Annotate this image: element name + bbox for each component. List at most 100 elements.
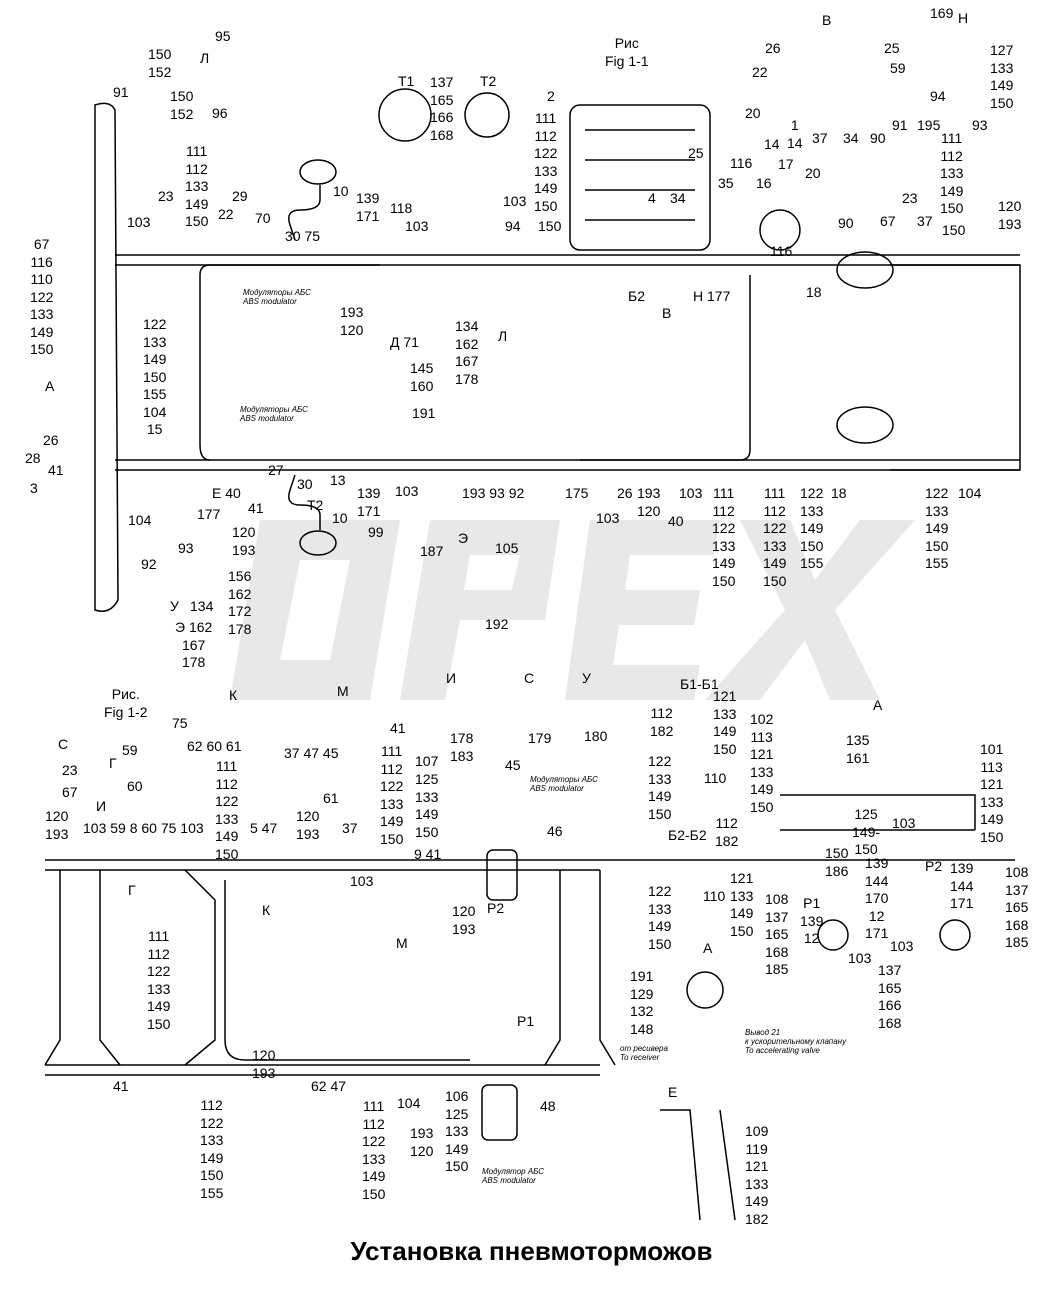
callout-label: 5 47 [250, 820, 278, 836]
callout-label: 26 [43, 432, 59, 448]
annotation-note: Модуляторы АБС ABS modulator [530, 775, 598, 793]
callout-label: 122 133 149 150 155 104 15 [143, 316, 167, 437]
callout-label: 103 [890, 938, 914, 954]
callout-label: 111 112 122 133 149 150 [534, 110, 558, 214]
callout-label: Н 177 [693, 288, 731, 304]
callout-label: В [822, 12, 832, 28]
callout-label: 90 [838, 215, 854, 231]
annotation-note: от ресивера To receiver [620, 1044, 668, 1062]
callout-label: 103 59 8 60 75 103 [83, 820, 204, 836]
callout-label: 93 [178, 540, 194, 556]
callout-label: 22 [752, 64, 768, 80]
callout-label: 139 171 [357, 485, 381, 519]
callout-label: Р1 139 12 [800, 895, 824, 946]
callout-label: 62 60 61 [187, 738, 242, 754]
callout-label: 41 [48, 462, 64, 478]
abs-modulator [486, 849, 518, 901]
callout-label: 20 [745, 105, 761, 121]
callout-label: 135 161 [846, 732, 870, 766]
callout-label: 41 [113, 1078, 129, 1094]
callout-label: 25 [688, 145, 704, 161]
callout-label: 121 133 149 150 [730, 870, 754, 939]
callout-label: 111 112 122 133 149 150 [712, 485, 736, 589]
callout-label: 23 [158, 188, 174, 204]
callout-label: 195 [917, 117, 941, 133]
callout-label: 23 [902, 190, 918, 206]
callout-label: 137 165 166 168 [878, 962, 902, 1031]
sensor-wheel [817, 919, 849, 951]
crossmember [199, 264, 380, 461]
callout-label: 94 [505, 218, 521, 234]
callout-label: Л [498, 328, 508, 344]
callout-label: 150 [538, 218, 562, 234]
callout-label: 137 165 166 168 [430, 74, 454, 143]
callout-label: 59 [122, 742, 138, 758]
callout-label: 23 [62, 762, 78, 778]
callout-label: 67 116 110 122 133 149 150 [30, 236, 54, 357]
callout-label: Д 71 [390, 334, 419, 350]
frame-rail-lower [45, 859, 1015, 871]
callout-label: Т2 [307, 497, 324, 513]
callout-label: А [45, 378, 55, 394]
fuel-tank [569, 104, 711, 251]
callout-label: 104 [397, 1095, 421, 1111]
callout-label: 37 47 45 [284, 745, 339, 761]
callout-label: Е 40 [212, 485, 241, 501]
callout-label: 193 120 [410, 1125, 434, 1159]
section-detail [660, 1109, 736, 1221]
callout-label: 94 [930, 88, 946, 104]
callout-label: 122 133 149 150 [648, 753, 672, 822]
callout-label: К [229, 687, 238, 703]
callout-label: 41 [390, 720, 406, 736]
callout-label: Э 162 167 178 [175, 619, 213, 670]
callout-label: Т2 [480, 73, 497, 89]
callout-label: 120 193 [452, 903, 476, 937]
frame-rail-lower [45, 1064, 600, 1076]
callout-label: Б1-Б1 [680, 676, 719, 692]
brake-chamber-t1 [378, 88, 432, 142]
callout-label: Н [958, 10, 969, 26]
callout-label: И [446, 670, 457, 686]
callout-label: 106 125 133 149 150 [445, 1088, 469, 1174]
callout-label: И [96, 798, 107, 814]
brake-chamber-t2 [464, 92, 510, 138]
callout-label: 30 [297, 476, 313, 492]
section-detail [780, 794, 976, 831]
callout-label: 61 [323, 790, 339, 806]
callout-label: 120 193 [998, 198, 1022, 232]
pipe [224, 880, 470, 1061]
callout-label: 92 [141, 556, 157, 572]
callout-label: 27 [268, 462, 284, 478]
air-receiver [836, 406, 894, 444]
callout-label: 90 [870, 130, 886, 146]
callout-label: 13 [330, 472, 346, 488]
callout-label: Т1 [398, 73, 415, 89]
watermark-letter-e [565, 520, 720, 700]
callout-label: 108 137 165 168 185 [765, 891, 789, 977]
callout-label: 122 133 149 150 155 [800, 485, 824, 571]
callout-label: Р2 [925, 858, 943, 874]
air-receiver [836, 251, 894, 289]
callout-label: 187 [420, 543, 444, 559]
callout-label: 177 [197, 506, 221, 522]
callout-label: 75 [172, 715, 188, 731]
callout-label: 139 144 170 12 171 [865, 855, 889, 941]
frame-rear [890, 264, 1021, 471]
callout-label: 121 133 149 150 [713, 688, 737, 757]
callout-label: Г [109, 755, 117, 771]
callout-label: 134 162 167 178 [455, 318, 479, 387]
callout-label: 150 186 [825, 845, 849, 879]
callout-label: 29 [232, 188, 248, 204]
callout-label: 67 [880, 213, 896, 229]
callout-label: 110 [704, 770, 727, 786]
callout-label: 125 133 149 150 [415, 771, 439, 840]
callout-label: С [58, 736, 69, 752]
callout-label: 139 171 [356, 190, 380, 224]
callout-label: 35 [718, 175, 734, 191]
callout-label: 9 41 [414, 846, 442, 862]
callout-label: 139 144 171 [950, 860, 974, 911]
callout-label: 3 [30, 480, 38, 496]
callout-label: 26 [765, 40, 781, 56]
callout-label: 179 [528, 730, 552, 746]
